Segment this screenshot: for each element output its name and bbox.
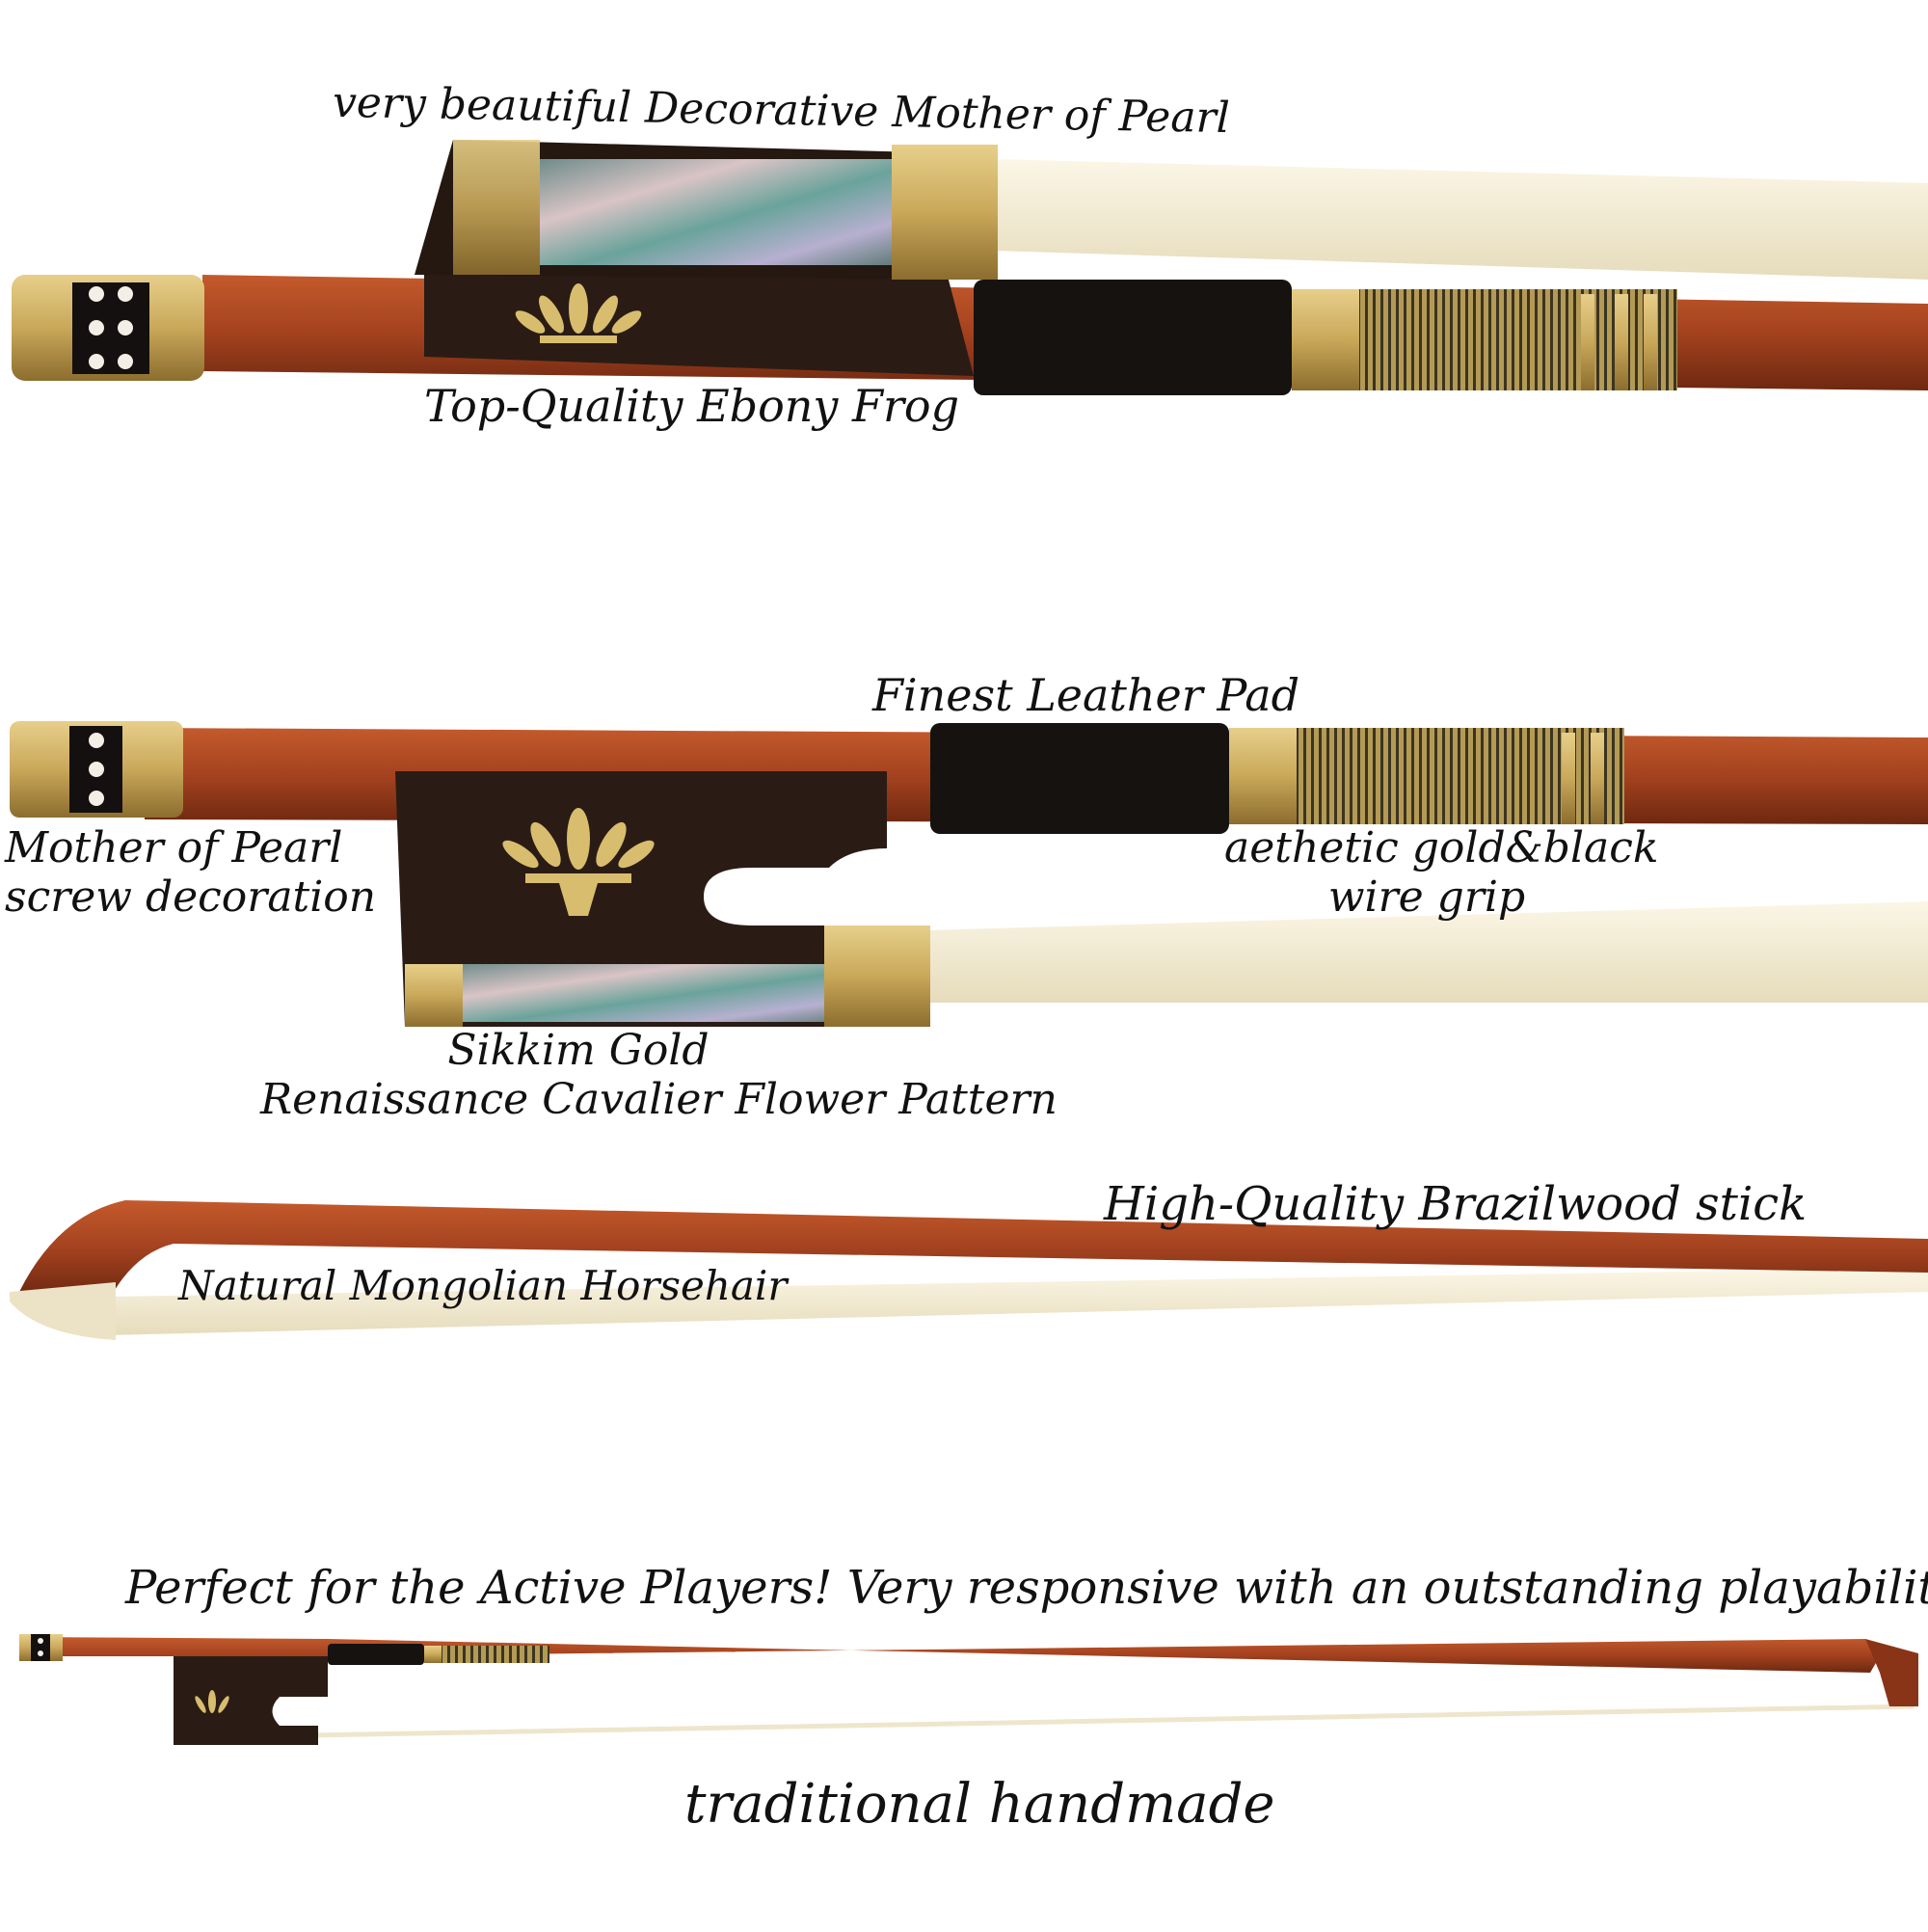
label-sikkim-line2: Renaissance Cavalier Flower Pattern bbox=[260, 1074, 1058, 1124]
label-screw-decoration: Mother of Pearl screw decoration bbox=[5, 823, 377, 922]
full-bow bbox=[19, 1634, 1918, 1745]
abalone-slide-icon bbox=[540, 159, 897, 265]
leather-pad-middle bbox=[930, 723, 1229, 834]
ebony-frog-body-middle bbox=[395, 771, 925, 1027]
pearl-eye-icon bbox=[89, 286, 104, 302]
frog-closeup-middle bbox=[10, 721, 1928, 1027]
brazilwood-stick-tip bbox=[19, 1200, 1928, 1297]
fleur-de-lis-inlay-icon bbox=[515, 283, 642, 343]
fleur-de-lis-inlay-middle-icon bbox=[502, 808, 655, 916]
leather-pad-top bbox=[974, 280, 1292, 395]
ebony-frog-body-top bbox=[424, 265, 974, 376]
label-grip-line1: aethetic gold&black bbox=[1224, 823, 1659, 872]
label-sikkim-line1: Sikkim Gold bbox=[447, 1026, 710, 1075]
label-sikkim-gold: Sikkim Gold Renaissance Cavalier Flower … bbox=[260, 1026, 1058, 1124]
frog-ferrule-top bbox=[892, 145, 998, 280]
horsehair-ribbon-top bbox=[993, 159, 1928, 280]
label-screw-line2: screw decoration bbox=[5, 872, 377, 922]
label-wire-grip: aethetic gold&black wire grip bbox=[1224, 823, 1659, 922]
label-traditional-handmade: traditional handmade bbox=[684, 1773, 1275, 1836]
horsehair-full bbox=[308, 1704, 1915, 1738]
frog-closeup-top bbox=[12, 140, 1928, 395]
label-leather-pad: Finest Leather Pad bbox=[872, 669, 1300, 721]
label-screw-line1: Mother of Pearl bbox=[5, 823, 343, 872]
horsehair-ribbon-middle bbox=[925, 901, 1928, 1003]
label-ebony-frog: Top-Quality Ebony Frog bbox=[424, 380, 960, 432]
label-horsehair: Natural Mongolian Horsehair bbox=[178, 1262, 788, 1309]
frog-full bbox=[174, 1656, 328, 1745]
label-grip-line2: wire grip bbox=[1327, 872, 1526, 922]
label-tagline: Perfect for the Active Players! Very res… bbox=[125, 1561, 1928, 1615]
horsehair-tip bbox=[106, 1268, 1928, 1335]
frog-ferrule-middle bbox=[824, 926, 930, 1027]
label-brazilwood-stick: High-Quality Brazilwood stick bbox=[1104, 1177, 1808, 1231]
tip-plate bbox=[10, 1282, 116, 1340]
bow-tip bbox=[10, 1200, 1928, 1340]
